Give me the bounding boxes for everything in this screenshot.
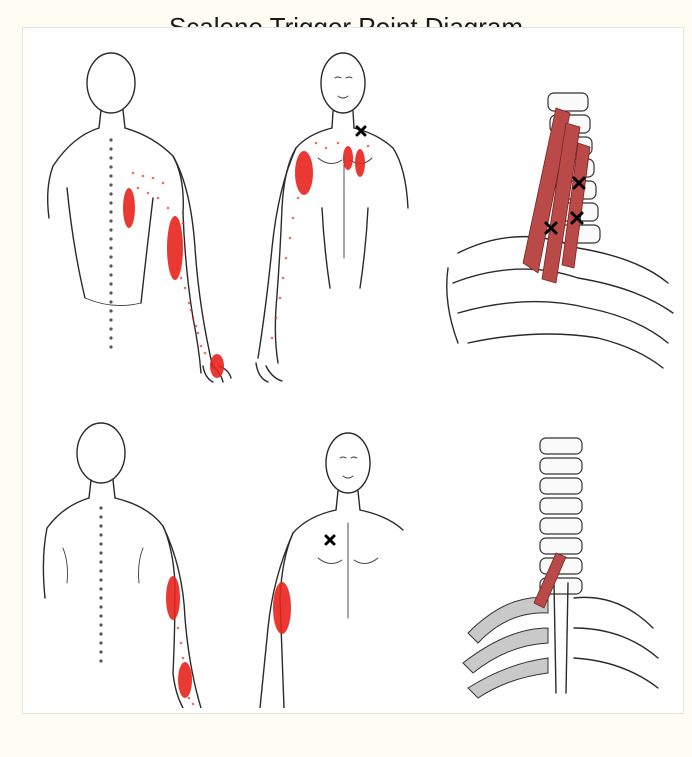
bottom-front-view <box>238 418 433 708</box>
referred-pain-area <box>273 582 291 634</box>
scalene-muscles <box>523 108 590 283</box>
diagram-frame <box>22 27 684 714</box>
cervical-spine-ribcage-drawing-icon <box>448 433 678 703</box>
referred-pain-area <box>295 146 365 195</box>
spine-dots <box>109 138 112 348</box>
rib-cage <box>463 583 658 698</box>
trigger-point-mark <box>326 536 334 544</box>
cervical-spine-scalene-drawing-icon <box>438 83 678 373</box>
body-back-drawing-icon <box>33 48 233 383</box>
spine-dots <box>99 506 102 662</box>
cervical-vertebrae <box>540 438 582 594</box>
body-back-drawing-icon <box>33 418 233 708</box>
body-front-drawing-icon <box>238 418 433 708</box>
referred-pain-area <box>166 576 192 698</box>
bottom-back-view <box>33 418 233 708</box>
top-front-view <box>238 48 433 383</box>
bottom-neck-anatomy <box>448 433 678 703</box>
referred-pain-dots <box>271 142 370 340</box>
top-back-view <box>33 48 233 383</box>
body-front-drawing-icon <box>238 48 433 383</box>
top-neck-anatomy <box>438 83 678 373</box>
